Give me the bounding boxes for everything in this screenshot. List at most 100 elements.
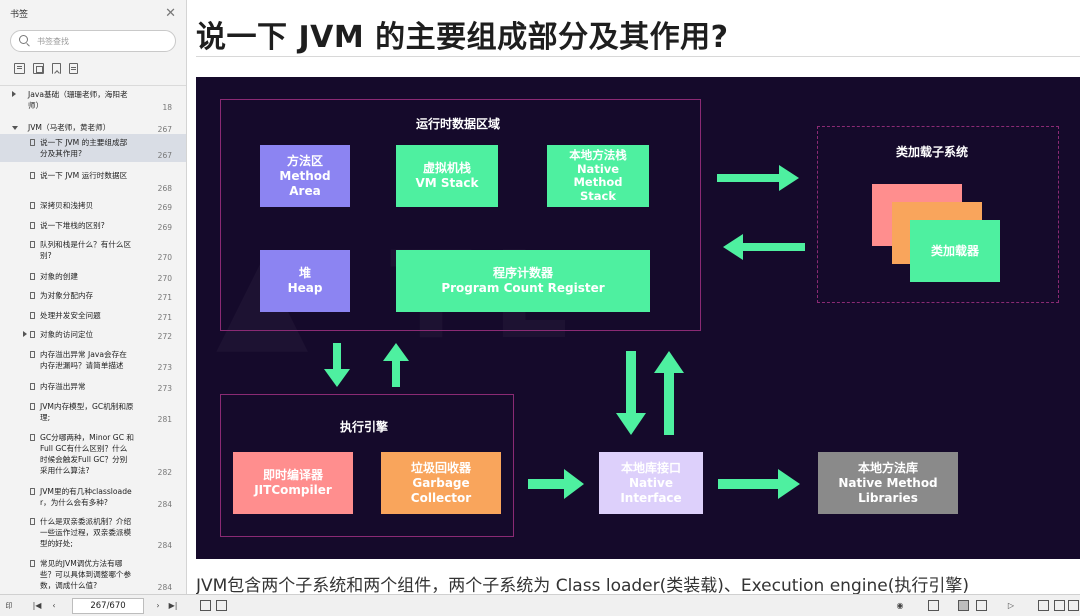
bookmark-page-number: 268 — [157, 184, 172, 193]
document-icon — [30, 172, 35, 179]
bookmark-item[interactable]: JVM里的有几种classloader，为什么会有多种?284 — [0, 483, 186, 511]
next-page-icon[interactable]: › — [156, 601, 160, 610]
close-icon[interactable]: ✕ — [165, 5, 176, 21]
arrow-classloader-to-runtime — [723, 234, 805, 260]
play-icon[interactable]: ▷ — [1007, 601, 1015, 610]
jit-compiler-box: 即时编译器 JITCompiler — [233, 452, 353, 514]
sidebar-toggle-icon[interactable] — [198, 595, 212, 616]
box-label: VM Stack — [415, 176, 479, 190]
box-label: Area — [289, 183, 321, 198]
class-loader-box: 类加载器 — [910, 220, 1000, 282]
bookmark-label: 内存溢出异常 — [40, 382, 86, 391]
box-label: Native — [629, 475, 673, 490]
bookmark-item[interactable]: Java基础（珊珊老师，海阳老师）18 — [0, 86, 186, 114]
box-label: Collector — [410, 490, 472, 505]
bookmark-search-box[interactable] — [10, 30, 176, 52]
box-label: Libraries — [858, 490, 918, 505]
bookmark-label: 对象的创建 — [40, 272, 78, 281]
box-label: Program Count Register — [441, 281, 605, 295]
search-icon — [19, 35, 31, 47]
delete-bookmark-icon[interactable] — [69, 62, 78, 74]
runtime-data-area-title: 运行时数据区域 — [416, 117, 501, 131]
execution-engine-region — [220, 394, 514, 537]
bookmark-label: 内存溢出异常 Java会存在内存泄漏吗？请简单描述 — [40, 350, 127, 370]
chevron-right-icon[interactable] — [23, 331, 27, 337]
box-label: Garbage — [412, 475, 470, 490]
document-icon — [30, 434, 35, 441]
sidebar-header: 书签 ✕ — [0, 0, 186, 26]
expand-all-icon[interactable] — [14, 62, 25, 74]
bookmark-item[interactable]: 说一下 JVM 的主要组成部分及其作用?267 — [0, 134, 186, 162]
bookmark-page-number: 284 — [157, 541, 172, 550]
bookmark-page-number: 284 — [157, 583, 172, 592]
bookmark-sidebar: 书签 ✕ Java基础（珊珊老师，海阳老师）18JVM（马老师，黄老师）267说… — [0, 0, 187, 594]
bookmark-toolbar — [0, 57, 186, 79]
document-icon — [30, 312, 35, 319]
box-label: Interface — [620, 490, 682, 505]
continuous-view-icon[interactable] — [956, 595, 970, 616]
bookmark-item[interactable]: 说一下 JVM 运行时数据区 268 — [0, 167, 186, 195]
document-icon — [30, 351, 35, 358]
collapse-all-icon[interactable] — [33, 62, 44, 74]
bottom-left-label: 印 — [5, 601, 13, 610]
heap-box: 堆 Heap — [260, 250, 350, 312]
bookmark-label: 队列和栈是什么？有什么区别? — [40, 240, 132, 260]
arrow-runtime-to-classloader — [717, 165, 799, 191]
class-loader-subsystem-title: 类加载子系统 — [896, 145, 969, 159]
bookmark-item[interactable]: 对象的创建 270 — [0, 268, 186, 285]
box-label: 本地方法库 — [857, 460, 918, 475]
box-label: Stack — [579, 188, 616, 203]
document-icon — [30, 488, 35, 495]
arrow-engine-to-native-interface — [528, 469, 584, 499]
box-label: 本地库接口 — [620, 460, 681, 475]
double-page-view-icon[interactable] — [974, 595, 988, 616]
bookmark-item[interactable]: GC分哪两种，Minor GC 和Full GC有什么区别？什么时候会触发Ful… — [0, 429, 186, 479]
bookmark-item[interactable]: 处理并发安全问题 271 — [0, 307, 186, 324]
bookmark-page-number: 269 — [157, 203, 172, 212]
document-icon — [30, 241, 35, 248]
single-page-view-icon[interactable] — [926, 595, 940, 616]
chevron-right-icon[interactable] — [12, 91, 16, 97]
fit-page-icon[interactable] — [1052, 595, 1066, 616]
fit-width-icon[interactable] — [1036, 595, 1050, 616]
bookmark-item[interactable]: 说一下堆栈的区别?269 — [0, 217, 186, 234]
bookmark-label: GC分哪两种，Minor GC 和Full GC有什么区别？什么时候会触发Ful… — [40, 433, 135, 475]
bookmark-item[interactable]: 队列和栈是什么？有什么区别?270 — [0, 236, 186, 264]
box-label: 方法区 — [286, 153, 323, 168]
page-number-input[interactable]: 267/670 — [72, 598, 144, 614]
bookmark-item[interactable]: 什么是双亲委派机制？介绍一些运作过程，双亲委派模型的好处; 284 — [0, 513, 186, 552]
bookmark-item[interactable]: JVM（马老师，黄老师）267 — [0, 119, 186, 136]
document-icon — [30, 273, 35, 280]
bookmark-label: 说一下 JVM 运行时数据区 — [40, 171, 128, 180]
arrow-engine-to-runtime — [383, 343, 409, 387]
bookmark-page-number: 273 — [157, 363, 172, 372]
bookmark-item[interactable]: JVM内存模型，GC机制和原理;281 — [0, 398, 186, 426]
bookmark-label: 说一下 JVM 的主要组成部分及其作用? — [40, 138, 128, 158]
bookmark-item[interactable]: 内存溢出异常 Java会存在内存泄漏吗？请简单描述 273 — [0, 346, 186, 374]
first-page-icon[interactable]: |◀ — [32, 601, 42, 610]
bookmark-label: 什么是双亲委派机制？介绍一些运作过程，双亲委派模型的好处; — [40, 517, 132, 548]
last-page-icon[interactable]: ▶| — [168, 601, 178, 610]
bookmark-label: 处理并发安全问题 — [40, 311, 101, 320]
chevron-down-icon[interactable] — [12, 126, 18, 130]
arrow-runtime-to-engine — [324, 343, 350, 387]
bookmark-page-number: 18 — [162, 103, 172, 112]
add-bookmark-icon[interactable] — [52, 62, 61, 74]
bookmark-label: JVM内存模型，GC机制和原理; — [40, 402, 134, 422]
bookmark-page-number: 270 — [157, 274, 172, 283]
prev-page-icon[interactable]: ‹ — [52, 601, 56, 610]
fullscreen-icon[interactable] — [1066, 595, 1080, 616]
exit-icon[interactable] — [214, 595, 228, 616]
bookmark-search-input[interactable] — [37, 36, 157, 46]
bookmark-page-number: 271 — [157, 313, 172, 322]
bookmark-item[interactable]: 常见的JVM调优方法有哪些？可以具体到调整哪个参数，调成什么值? 284 — [0, 555, 186, 594]
eye-protection-icon[interactable]: ◉ — [896, 601, 904, 610]
document-icon — [30, 292, 35, 299]
status-bar: 印 |◀ ‹ 267/670 › ▶| ◉ ▷ — [0, 594, 1080, 616]
document-icon — [30, 403, 35, 410]
bookmark-label: 常见的JVM调优方法有哪些？可以具体到调整哪个参数，调成什么值? — [40, 559, 132, 590]
